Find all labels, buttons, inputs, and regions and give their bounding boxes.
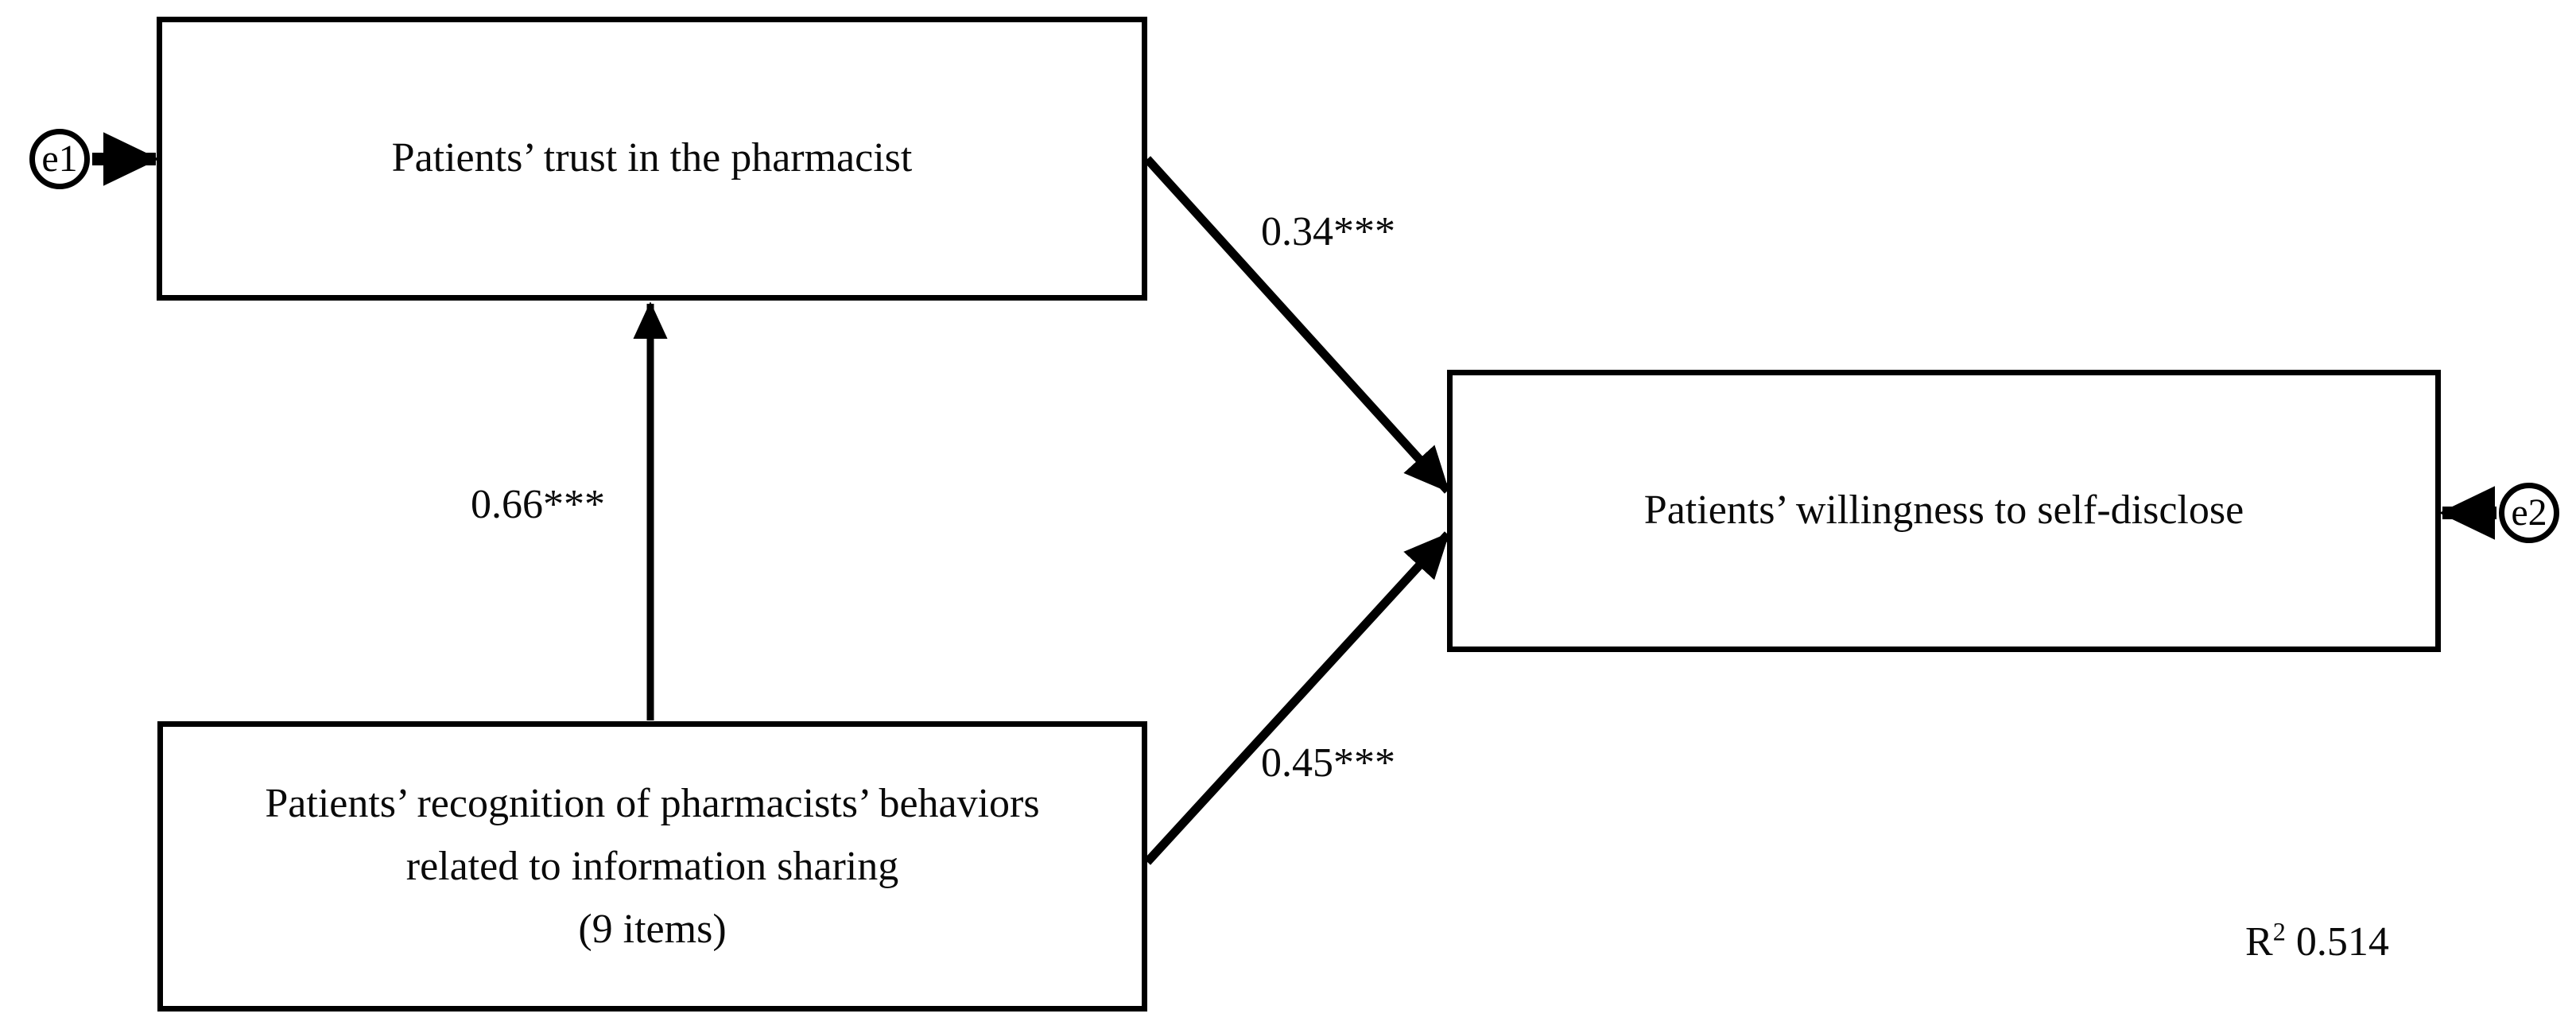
- node-recognition-line-3: (9 items): [578, 906, 727, 952]
- node-recognition-line-2: related to information sharing: [405, 843, 899, 889]
- error-term-e1[interactable]: e1: [29, 129, 90, 189]
- path-label-recognition-to-willingness: 0.45***: [1261, 740, 1395, 786]
- node-recognition-label: Patients’ recognition of pharmacists’ be…: [265, 762, 1039, 972]
- path-label-recognition-to-trust: 0.66***: [471, 482, 605, 527]
- node-trust-label: Patients’ trust in the pharmacist: [391, 135, 913, 181]
- node-recognition-line-1: Patients’ recognition of pharmacists’ be…: [265, 780, 1040, 826]
- node-willingness-label: Patients’ willingness to self-disclose: [1643, 487, 2244, 534]
- node-willingness[interactable]: Patients’ willingness to self-disclose: [1447, 370, 2441, 652]
- r-squared-exponent: 2: [2272, 917, 2286, 946]
- error-term-e2-label: e2: [2511, 491, 2547, 534]
- node-recognition[interactable]: Patients’ recognition of pharmacists’ be…: [157, 721, 1147, 1012]
- node-trust[interactable]: Patients’ trust in the pharmacist: [157, 17, 1147, 301]
- error-term-e1-label: e1: [41, 138, 78, 180]
- path-trust-to-willingness: [1143, 156, 1452, 494]
- r-squared-annotation: R2 0.514: [2245, 918, 2389, 965]
- path-label-trust-to-willingness: 0.34***: [1261, 209, 1395, 254]
- error-term-e2[interactable]: e2: [2499, 483, 2559, 543]
- r-squared-value: 0.514: [2295, 919, 2389, 965]
- path-recognition-to-willingness: [1143, 531, 1452, 865]
- r-squared-symbol: R: [2245, 919, 2273, 965]
